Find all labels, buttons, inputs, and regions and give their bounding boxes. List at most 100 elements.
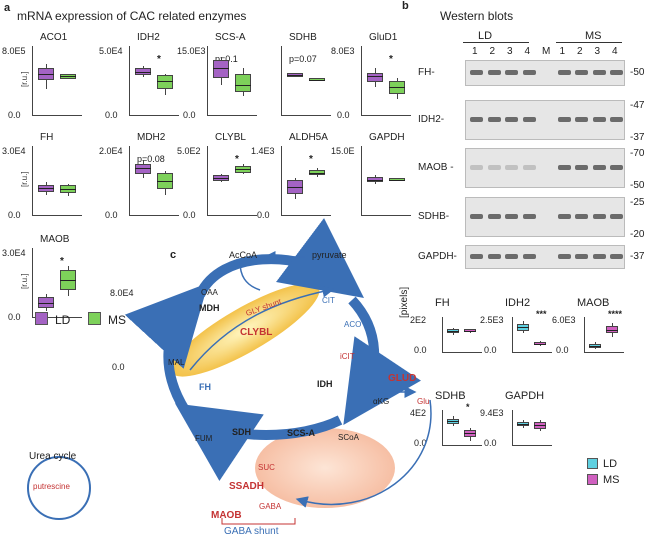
enzyme-idh: IDH bbox=[317, 379, 333, 389]
chart-sig-scs-a: p=0.1 bbox=[215, 54, 238, 64]
chart-title-gapdh: GAPDH bbox=[369, 132, 405, 143]
legend-ld-swatch bbox=[35, 312, 48, 325]
lane-label: 3 bbox=[507, 46, 513, 57]
chart-frame-sdhb bbox=[281, 46, 331, 116]
chart-sig-glud1: * bbox=[389, 54, 393, 65]
chart-sig-maob: * bbox=[60, 256, 64, 267]
blot-mw: -70 bbox=[630, 148, 645, 159]
box-aco1-ld-median bbox=[38, 74, 54, 75]
quant-box-ms-median bbox=[464, 433, 476, 435]
chart-frame-clybl bbox=[207, 146, 257, 216]
legend-ms-label: MS bbox=[108, 313, 126, 327]
panel-a-title: mRNA expression of CAC related enzymes bbox=[17, 9, 247, 23]
box-glud1-ms-median bbox=[389, 86, 405, 88]
blot-band bbox=[592, 70, 606, 75]
enzyme-ssadh: SSADH bbox=[229, 481, 265, 492]
node-putrescine: putrescine bbox=[33, 482, 70, 491]
box-gapdh-ms-median bbox=[389, 179, 405, 181]
quant-ymax: 9.4E3 bbox=[480, 408, 504, 418]
quant-title-maob: MAOB bbox=[577, 297, 610, 309]
node-fum: FUM bbox=[195, 434, 213, 443]
blot-band bbox=[470, 214, 483, 219]
blot-band bbox=[470, 117, 483, 122]
blot-band bbox=[575, 165, 588, 170]
lane-label: 4 bbox=[612, 46, 618, 57]
quant-ymin: 0.0 bbox=[484, 438, 497, 448]
node-gaba: GABA bbox=[259, 502, 282, 511]
node-pyruvate: pyruvate bbox=[312, 250, 347, 260]
blot-band bbox=[505, 117, 518, 122]
group-ms-label: MS bbox=[585, 30, 602, 42]
chart-title-fh: FH bbox=[40, 132, 54, 143]
quant-ymin: 0.0 bbox=[484, 345, 497, 355]
chart-sig-sdhb: p=0.07 bbox=[289, 54, 317, 64]
box-maob-ms-median bbox=[60, 279, 76, 281]
quant-frame bbox=[512, 317, 552, 353]
chart-ymax-aco1: 8.0E5 bbox=[2, 46, 26, 56]
quant-sig: * bbox=[466, 402, 470, 412]
node-accoa: AcCoA bbox=[229, 250, 258, 260]
box-idh2-ld-median bbox=[135, 71, 151, 73]
box-sdhb-ld-median bbox=[287, 75, 303, 77]
blot-band bbox=[610, 214, 623, 219]
chart-frame-glud1 bbox=[361, 46, 411, 116]
blot-band bbox=[575, 254, 588, 259]
blot-band bbox=[522, 70, 536, 75]
blot-band bbox=[557, 214, 571, 219]
blot-band bbox=[592, 254, 606, 259]
chart-ymin-aldh5a: 0.0 bbox=[257, 210, 270, 220]
blot-mw: -50 bbox=[630, 180, 645, 191]
lane-label: 2 bbox=[577, 46, 583, 57]
blot-band bbox=[592, 214, 606, 219]
box-fh-ms-median bbox=[60, 189, 76, 191]
box-scs-a-ms-median bbox=[235, 84, 251, 86]
chart-frame-aco1 bbox=[32, 46, 82, 116]
gly-shunt-line bbox=[189, 285, 335, 371]
urea-cycle-circle bbox=[27, 456, 91, 520]
quant-frame bbox=[512, 410, 552, 446]
box-aco1-ld-box bbox=[38, 68, 54, 80]
box-idh2-ms-median bbox=[157, 81, 173, 82]
chart-ymax-clybl: 5.0E2 bbox=[177, 146, 201, 156]
blot-band bbox=[487, 165, 501, 170]
node-suc: SUC bbox=[258, 463, 275, 472]
glu-to-gaba bbox=[295, 399, 432, 508]
blot-band bbox=[505, 214, 518, 219]
blot-band bbox=[610, 117, 623, 122]
blot-band bbox=[487, 254, 501, 259]
chart-title-scs-a: SCS-A bbox=[215, 32, 246, 43]
chart-ymin-mdh2: 0.0 bbox=[105, 210, 118, 220]
box-scs-a-ms-box bbox=[235, 74, 251, 92]
cycle-arc-bottom bbox=[175, 403, 343, 481]
chart-ymax-idh2: 5.0E4 bbox=[99, 46, 123, 56]
blot-band bbox=[575, 214, 588, 219]
chart-ymax-glud1: 8.0E3 bbox=[331, 46, 355, 56]
chart-ymin-maob: 0.0 bbox=[8, 312, 21, 322]
chart-title-sdhb: SDHB bbox=[289, 32, 317, 43]
chart-title-clybl: CLYBL bbox=[215, 132, 246, 143]
blot-band bbox=[557, 254, 571, 259]
quant-title-fh: FH bbox=[435, 297, 450, 309]
box-fh-ms-box bbox=[60, 185, 76, 193]
node-icit: iCIT bbox=[340, 352, 355, 361]
chart-frame-aldh5a bbox=[281, 146, 331, 216]
quant-ymax: 2.5E3 bbox=[480, 315, 504, 325]
cycle-arc-left bbox=[124, 282, 209, 413]
blot-label: SDHB- bbox=[418, 211, 450, 222]
gaba-shunt-bracket bbox=[221, 518, 296, 525]
chart-title-aco1: ACO1 bbox=[40, 32, 68, 43]
blot-mw: -37 bbox=[630, 132, 645, 143]
quant-frame bbox=[442, 410, 482, 446]
box-aldh5a-ms-median bbox=[309, 172, 325, 174]
chart-title-glud1: GluD1 bbox=[369, 32, 398, 43]
blot-mw: -25 bbox=[630, 197, 645, 208]
quant-title-sdhb: SDHB bbox=[435, 390, 466, 402]
chart-ymin-scs-a: 0.0 bbox=[183, 110, 196, 120]
blot-band bbox=[487, 214, 501, 219]
group-ms-bar bbox=[556, 42, 622, 43]
chart-title-maob: MAOB bbox=[40, 234, 70, 245]
blot-label: IDH2- bbox=[418, 114, 445, 125]
extra-axis-min: 0.0 bbox=[112, 362, 125, 372]
chart-frame-mdh2 bbox=[129, 146, 179, 216]
blot-band bbox=[487, 117, 501, 122]
